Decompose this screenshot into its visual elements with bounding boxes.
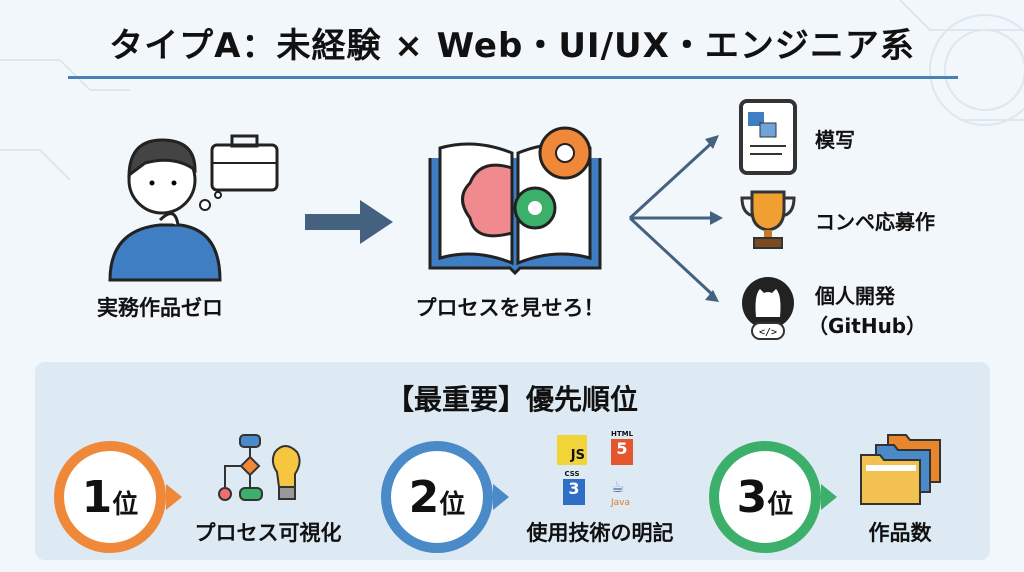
css-logo-label: CSS [564, 470, 580, 478]
outcome-label: 個人開発 [815, 284, 895, 308]
outcome-label: 模写 [815, 128, 855, 152]
rank-unit: 位 [439, 489, 466, 520]
thinking-person-icon [108, 134, 279, 282]
html-logo-label: HTML [610, 430, 634, 438]
tech-logos-icon: JS HTML 5 CSS 3 ☕ Java [555, 430, 645, 515]
start-label: 実務作品ゼロ [97, 296, 223, 320]
middle-label: プロセスを見せろ！ [415, 296, 605, 320]
trophy-icon [740, 190, 796, 249]
title-divider [68, 76, 958, 79]
rank-2-label: 使用技術の明記 [526, 521, 674, 545]
pointer-icon [166, 484, 182, 510]
outcome-label: コンペ応募作 [815, 210, 935, 234]
outcome-sublabel: （GitHub） [808, 314, 927, 338]
css3-logo-icon: 3 [563, 479, 585, 505]
rank-3-label: 作品数 [868, 521, 932, 545]
right-arrow-icon [305, 200, 393, 244]
page-title: タイプA：未経験 × Web・UI/UX・エンジニア系 [109, 26, 915, 66]
rank-number: 1 [81, 471, 113, 523]
priority-panel [35, 362, 990, 560]
rank-number: 3 [736, 471, 768, 523]
folders-icon [860, 434, 941, 505]
github-icon: </> [742, 277, 794, 340]
pointer-icon [821, 484, 837, 510]
svg-text:</>: </> [759, 327, 777, 338]
java-logo-label: Java [611, 498, 631, 508]
branch-arrows [628, 135, 723, 302]
rank-unit: 位 [767, 489, 794, 520]
java-cup-icon: ☕ [611, 478, 625, 496]
js-logo-icon: JS [557, 435, 587, 465]
rank-number: 2 [408, 471, 440, 523]
rank-1-label: プロセス可視化 [194, 521, 342, 545]
pointer-icon [493, 484, 509, 510]
tablet-wireframe-icon [739, 99, 797, 175]
flowchart-lightbulb-icon [218, 434, 301, 501]
rank-unit: 位 [112, 489, 139, 520]
html5-logo-icon: 5 [611, 439, 633, 465]
priority-title: 【最重要】優先順位 [385, 383, 638, 416]
briefcase-icon [210, 134, 279, 192]
book-brain-gears-icon [428, 126, 602, 276]
